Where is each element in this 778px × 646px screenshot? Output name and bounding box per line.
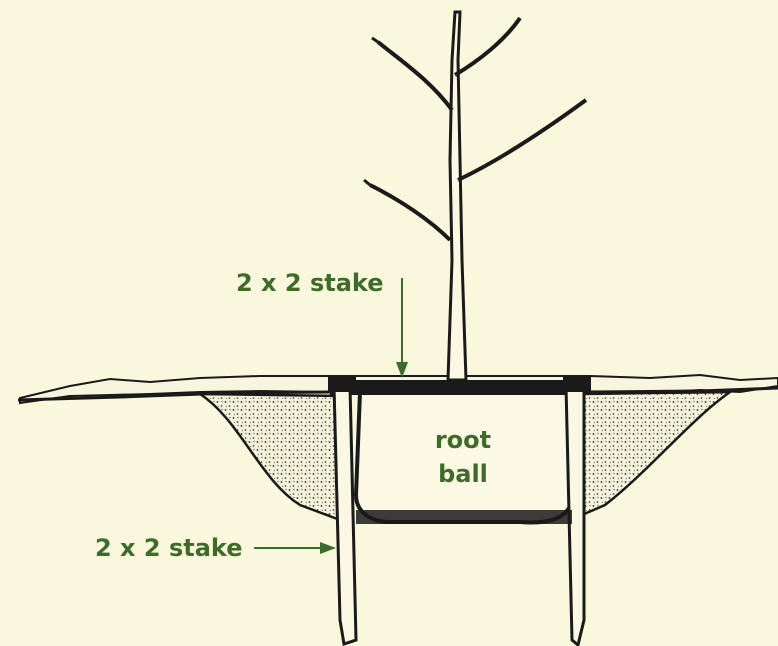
branch-mid-right bbox=[457, 98, 588, 182]
root-ball-top bbox=[330, 380, 590, 395]
branch-lower-left-tip bbox=[363, 178, 371, 187]
root-ball-label-line1: root bbox=[434, 426, 492, 454]
stake-label-bottom: 2 x 2 stake bbox=[95, 534, 243, 562]
stake-label-top: 2 x 2 stake bbox=[236, 269, 384, 297]
branch-lower-left bbox=[369, 183, 452, 242]
stake-right-cap bbox=[563, 376, 591, 392]
root-ball-label-line2: ball bbox=[438, 460, 488, 488]
root-ball-label: root ball bbox=[404, 423, 522, 491]
tree-trunk bbox=[446, 10, 468, 382]
arrow-bottom-head bbox=[320, 542, 336, 554]
arrow-top-head bbox=[396, 362, 408, 378]
branch-upper-left-tip bbox=[371, 36, 379, 44]
stake-left bbox=[332, 384, 358, 646]
branch-upper-right bbox=[453, 16, 522, 77]
stake-left-cap bbox=[328, 376, 356, 392]
branch-upper-left bbox=[376, 40, 454, 112]
root-ball-bottom-band bbox=[356, 510, 572, 524]
backfill-right bbox=[580, 390, 735, 517]
backfill-left bbox=[195, 392, 344, 522]
